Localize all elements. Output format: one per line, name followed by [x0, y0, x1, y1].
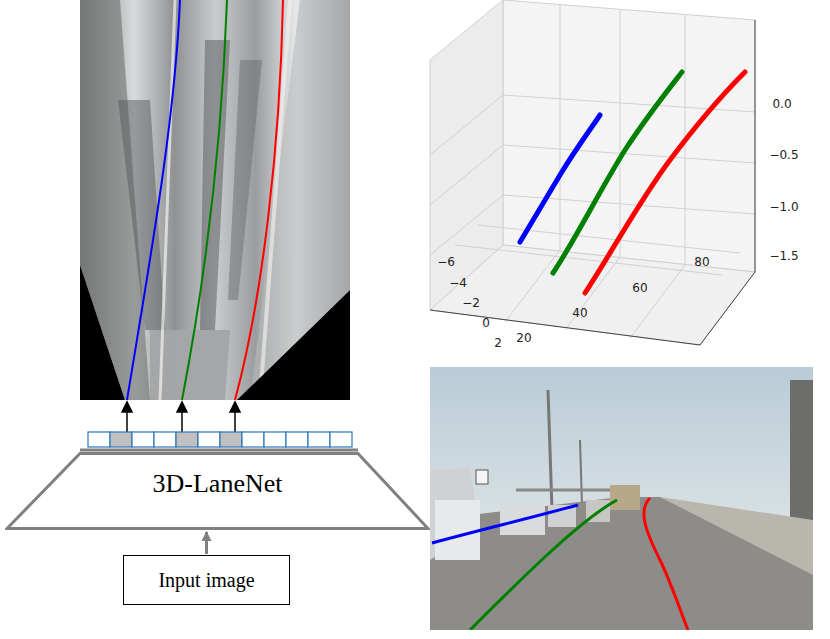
vector-base: [80, 449, 358, 452]
axis-tick: 0: [482, 316, 490, 330]
axis-tick: −4: [449, 276, 467, 290]
axis-tick: −2: [462, 296, 480, 310]
axis-tick: 2: [494, 336, 502, 350]
vector-cell: [330, 432, 352, 447]
vector-cell: [132, 432, 154, 447]
vector-cell: [286, 432, 308, 447]
node-label: Input image: [158, 569, 254, 592]
3d-lanes: [520, 72, 745, 293]
axis-tick: 20: [516, 331, 531, 345]
input-box: Input image: [123, 555, 290, 605]
vector-cell: [264, 432, 286, 447]
axis-tick: 0.0: [772, 97, 791, 111]
vector-cell: [110, 432, 132, 447]
axis-tick: 60: [632, 281, 647, 295]
3d-plot: [430, 0, 755, 345]
trapezoid-shape: [7, 454, 428, 529]
vector-cell: [242, 432, 264, 447]
vector-cell: [220, 432, 242, 447]
vector-cell: [154, 432, 176, 447]
axis-tick: −6: [437, 255, 455, 269]
axis-tick: −1.0: [769, 200, 798, 214]
vector-cell: [176, 432, 198, 447]
output-arrows: [122, 402, 240, 432]
vector-cell: [198, 432, 220, 447]
top-view-image: [80, 0, 350, 400]
axis-tick: 40: [572, 306, 587, 320]
axis-tick: 80: [694, 255, 709, 269]
output-vector: [88, 432, 352, 447]
road-photo: [430, 367, 813, 630]
flow-arrow: [205, 532, 208, 554]
vector-cell: [308, 432, 330, 447]
node-label: 3D-LaneNet: [153, 469, 283, 499]
vector-cell: [88, 432, 110, 447]
axis-tick: −1.5: [769, 249, 798, 263]
axis-tick: −0.5: [769, 148, 798, 162]
network-block: 3D-LaneNet: [5, 452, 430, 530]
